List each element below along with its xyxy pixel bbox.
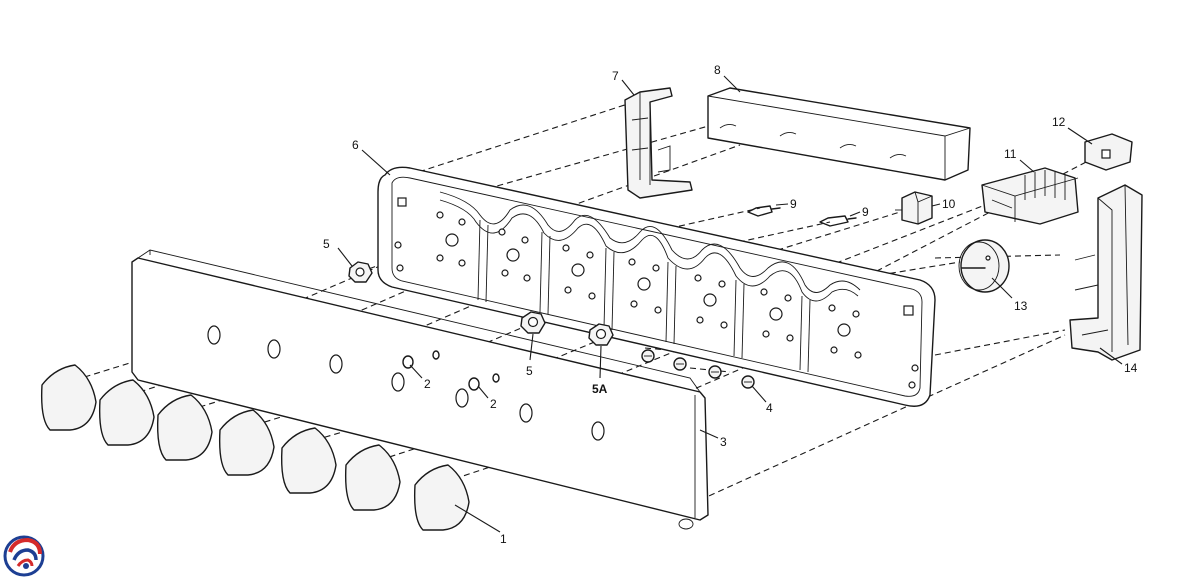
inner-control-panel (377, 166, 936, 407)
callout-5: 5 (526, 364, 533, 378)
callout-leaders (337, 75, 1123, 533)
callout-14: 14 (1124, 361, 1138, 375)
front-fascia-panel (131, 249, 709, 530)
fixing-screws (641, 349, 755, 389)
cover-block (707, 87, 971, 181)
callout-2: 2 (424, 377, 431, 391)
swirl-logo-icon (3, 535, 45, 577)
callout-13: 13 (1014, 299, 1028, 313)
knob (413, 464, 470, 531)
switch-bracket (624, 87, 693, 199)
terminal-connectors (747, 205, 857, 227)
knob (40, 364, 97, 431)
callout-3: 3 (720, 435, 727, 449)
callout-labels: 1 2 2 3 4 5 5 5A 6 7 8 9 9 10 11 12 13 1… (323, 63, 1138, 546)
callout-2: 2 (490, 397, 497, 411)
knob (156, 394, 213, 461)
callout-12: 12 (1052, 115, 1066, 129)
callout-5a: 5A (592, 382, 608, 396)
callout-9: 9 (862, 205, 869, 219)
selector-switch (981, 167, 1079, 225)
knob (98, 379, 155, 446)
callout-9: 9 (790, 197, 797, 211)
callout-11: 11 (1004, 147, 1017, 161)
end-bracket (1069, 184, 1143, 361)
thermostat-dial (958, 239, 1010, 293)
callout-6: 6 (352, 138, 359, 152)
callout-10: 10 (942, 197, 956, 211)
spindle-bushes (402, 350, 500, 391)
callout-1: 1 (500, 532, 507, 546)
callout-4: 4 (766, 401, 773, 415)
knob (344, 444, 401, 511)
mounting-clip (1084, 133, 1133, 171)
connector-block (895, 191, 933, 225)
callout-5: 5 (323, 237, 330, 251)
callout-7: 7 (612, 69, 619, 83)
control-knobs (40, 364, 470, 531)
knob (280, 427, 337, 494)
callout-8: 8 (714, 63, 721, 77)
knob (218, 409, 275, 476)
lock-nuts (348, 261, 614, 346)
